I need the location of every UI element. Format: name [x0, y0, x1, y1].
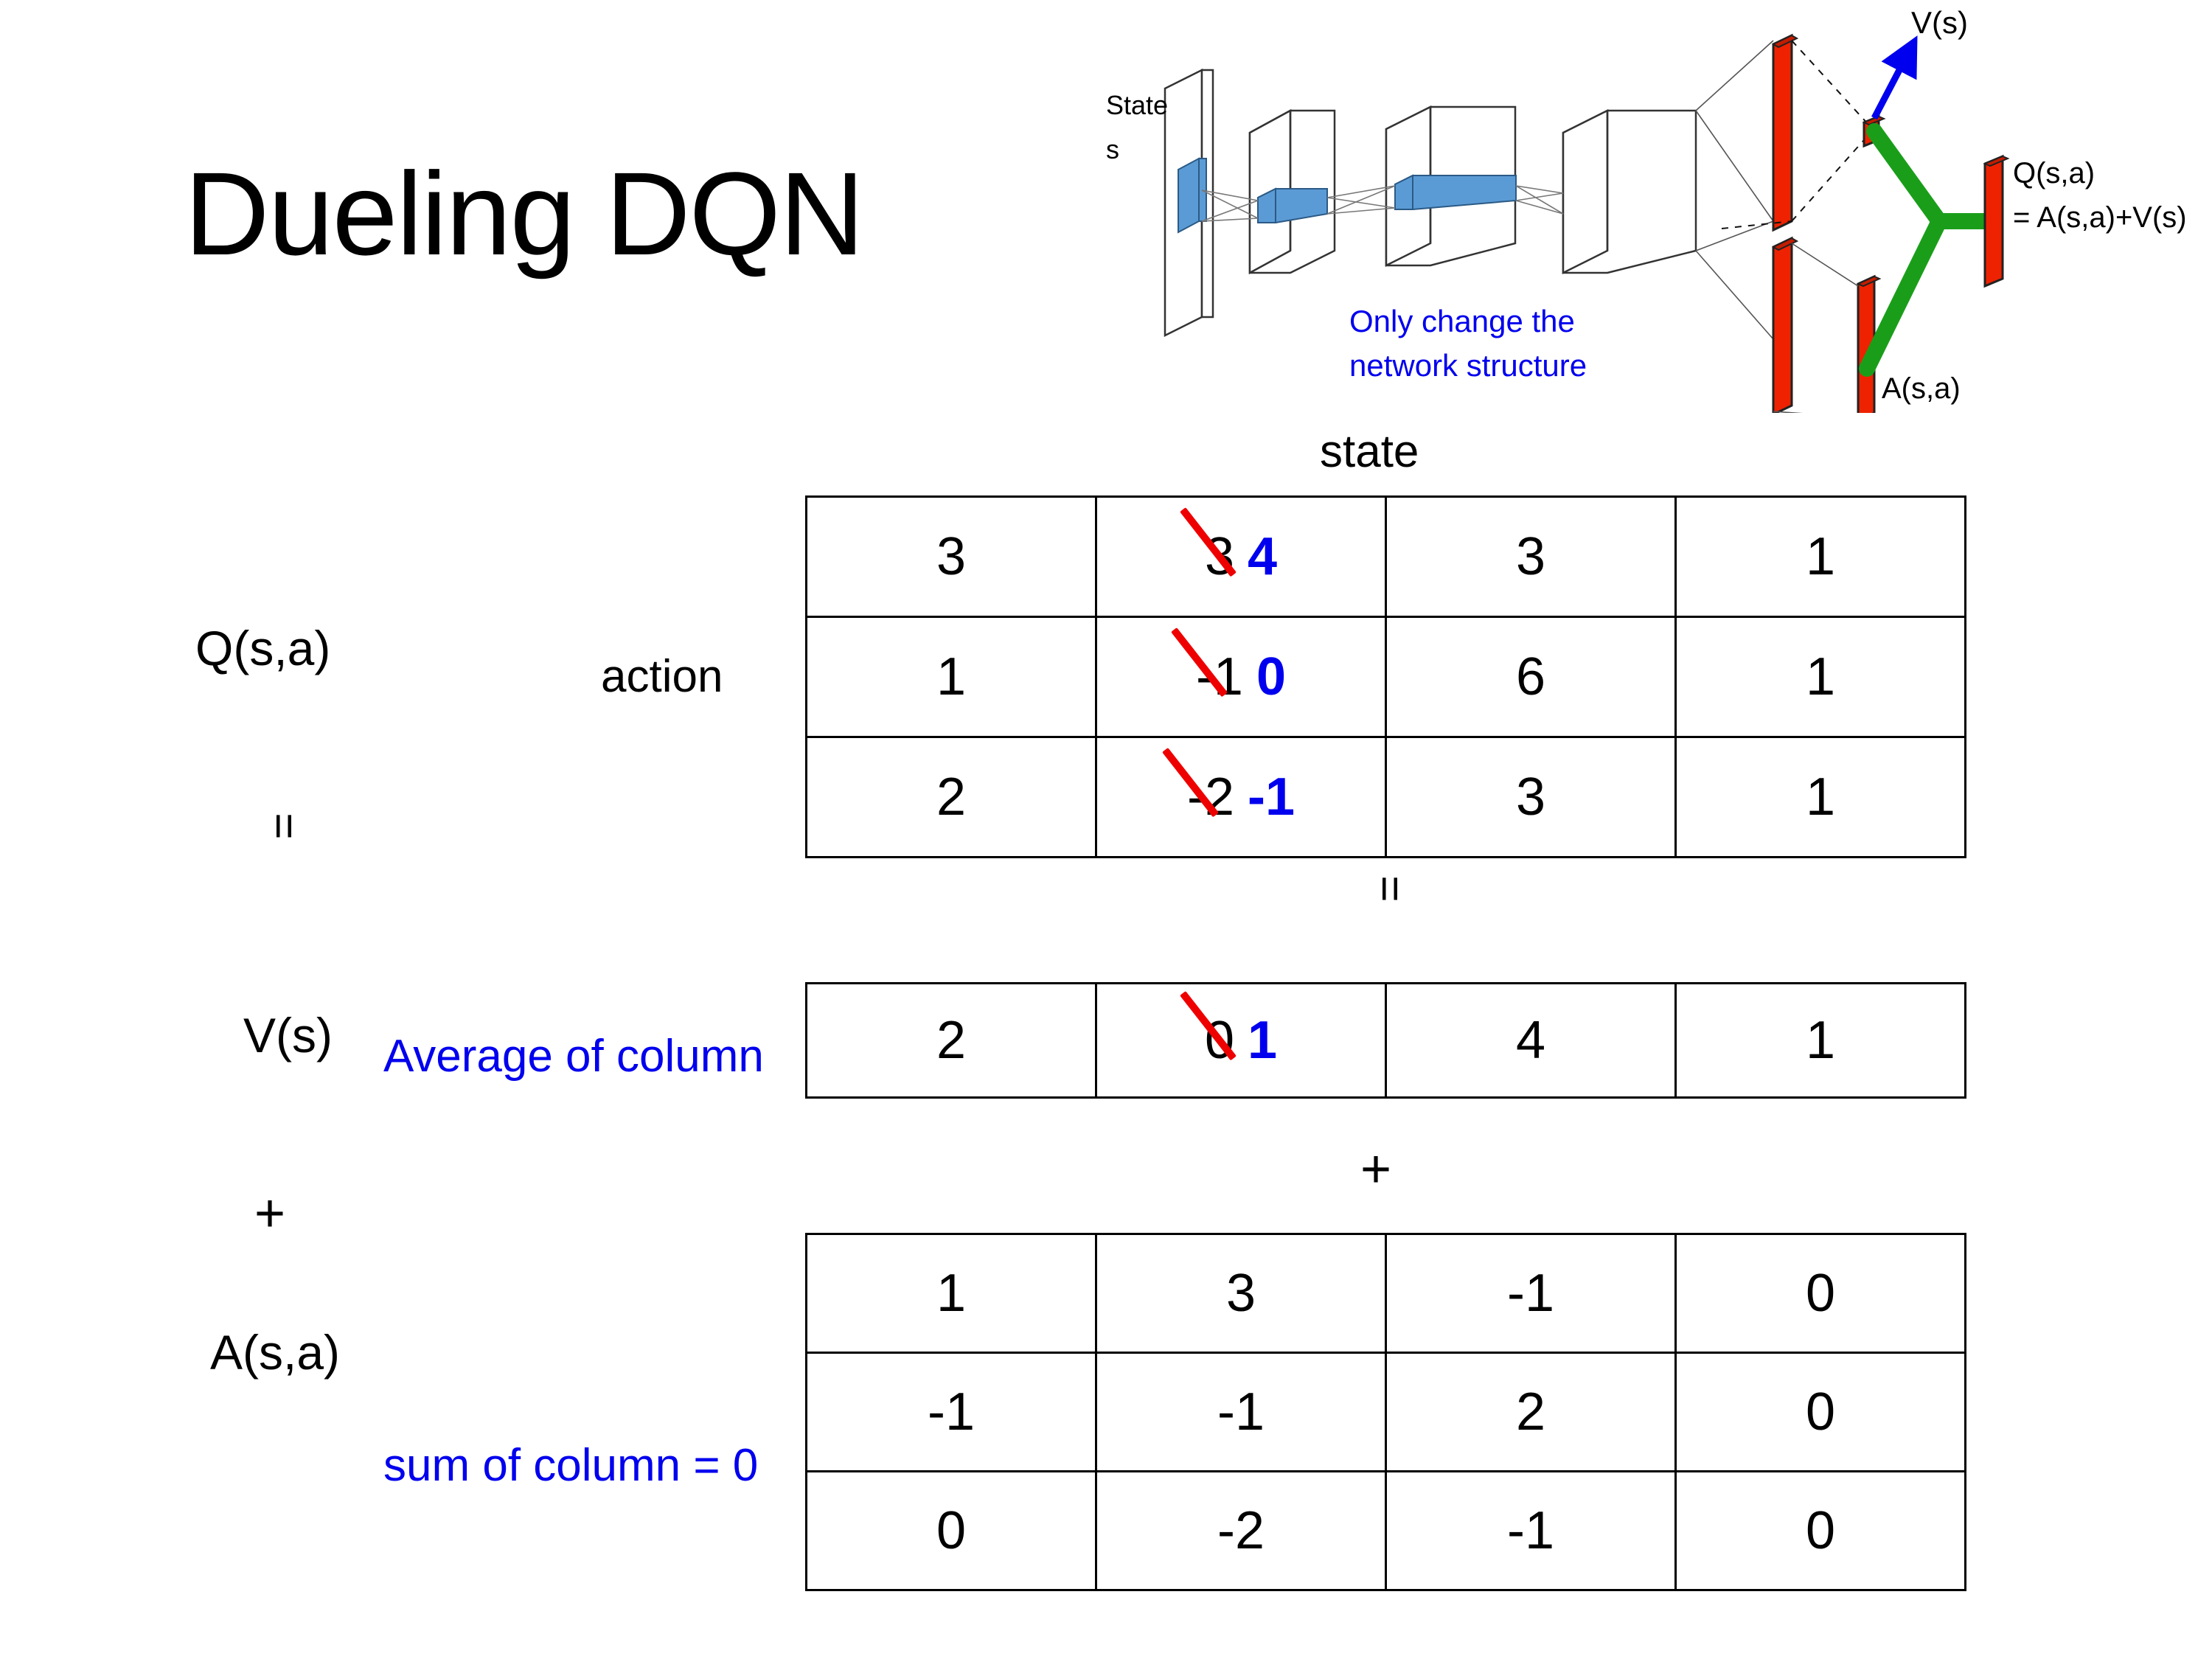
- corrected-value: -1: [1248, 768, 1295, 827]
- table-cell: 1: [1674, 736, 1966, 858]
- table-cell: 2: [1385, 1352, 1677, 1472]
- table-cell: 0: [1674, 1470, 1966, 1591]
- table-cell: -2: [1095, 1470, 1387, 1591]
- table-cell: 0: [1674, 1352, 1966, 1472]
- equals-sign-middle: =: [1364, 875, 1416, 902]
- table-cell: -1: [805, 1352, 1097, 1472]
- table-cell: 2: [805, 736, 1097, 858]
- action-axis-label: action: [601, 651, 723, 702]
- equals-sign-left: =: [258, 813, 310, 840]
- state-axis-label: state: [1320, 426, 1419, 477]
- plus-sign-middle: +: [1360, 1140, 1392, 1199]
- table-cell: 0: [1674, 1233, 1966, 1354]
- v-function-label: V(s): [243, 1008, 333, 1062]
- page-title: Dueling DQN: [184, 147, 865, 279]
- struck-old-value: 3: [1204, 527, 1234, 586]
- a-function-label: A(s,a): [210, 1325, 341, 1380]
- diagram-state-label-line1: State: [1106, 90, 1168, 120]
- table-cell: -2-1: [1095, 736, 1387, 858]
- diagram-a-output-label: A(s,a): [1882, 372, 1961, 405]
- table-cell: -1: [1095, 1352, 1387, 1472]
- table-cell: 3: [805, 495, 1097, 618]
- diagram-q-output-line1: Q(s,a): [2013, 157, 2095, 189]
- table-cell: 1: [1674, 495, 1966, 618]
- table-cell: 2: [805, 982, 1097, 1099]
- diagram-q-output-line2: = A(s,a)+V(s): [2013, 201, 2187, 234]
- table-cell: 1: [805, 616, 1097, 738]
- plus-sign-left: +: [254, 1184, 286, 1243]
- table-cell: 4: [1385, 982, 1677, 1099]
- table-cell: 1: [1674, 982, 1966, 1099]
- table-cell: -1: [1385, 1233, 1677, 1354]
- q-function-label: Q(s,a): [195, 621, 331, 675]
- table-cell: 0: [805, 1470, 1097, 1591]
- struck-old-value: 0: [1204, 1011, 1234, 1070]
- table-cell: 1: [805, 1233, 1097, 1354]
- struck-old-value: -1: [1195, 647, 1243, 706]
- average-of-column-note: Average of column: [383, 1031, 764, 1082]
- table-cell: 3: [1385, 495, 1677, 618]
- corrected-value: 0: [1256, 647, 1287, 706]
- table-cell: 3: [1095, 1233, 1387, 1354]
- table-cell: 3: [1385, 736, 1677, 858]
- table-cell: 1: [1674, 616, 1966, 738]
- table-cell: -1: [1385, 1470, 1677, 1591]
- corrected-value: 4: [1248, 527, 1278, 586]
- table-cell: 6: [1385, 616, 1677, 738]
- diagram-note-line2: network structure: [1349, 348, 1587, 383]
- dueling-network-diagram: State s V(s) Q(s,a) = A(s,a)+V(s) A(s,a)…: [1091, 0, 2212, 413]
- corrected-value: 1: [1248, 1011, 1278, 1070]
- diagram-v-output-label: V(s): [1911, 5, 1968, 40]
- sum-of-column-note: sum of column = 0: [383, 1440, 759, 1491]
- diagram-state-label-line2: s: [1106, 134, 1119, 164]
- diagram-note-line1: Only change the: [1349, 304, 1575, 338]
- struck-old-value: -2: [1186, 768, 1234, 827]
